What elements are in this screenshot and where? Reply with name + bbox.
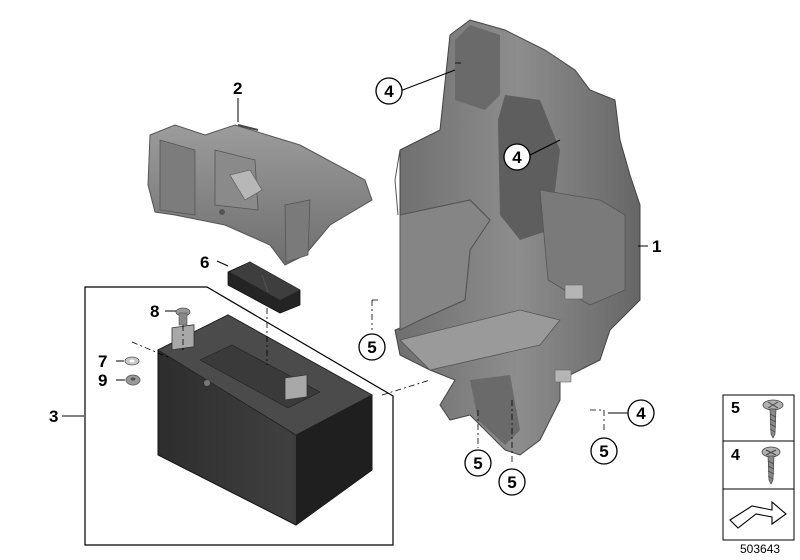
callout-4-right: 4 — [627, 399, 655, 427]
callout-4-mid-label: 4 — [512, 148, 522, 167]
legend-row-1-number: 5 — [731, 400, 740, 417]
arrow-icon — [729, 500, 787, 529]
nut-9 — [125, 374, 141, 386]
bolt-8 — [175, 307, 191, 326]
label-part-7: 7 — [98, 352, 107, 371]
label-part-3: 3 — [49, 407, 58, 426]
leader-lines — [62, 69, 648, 417]
battery-group — [84, 286, 394, 546]
callout-5-right: 5 — [590, 437, 618, 465]
diagram-code: 503643 — [740, 542, 780, 556]
callout-4-top: 4 — [375, 77, 403, 105]
battery-group-frame — [84, 286, 394, 546]
dash-lines — [131, 62, 605, 464]
label-part-1: 1 — [652, 237, 661, 256]
label-part-8: 8 — [150, 302, 159, 321]
washer-7 — [124, 356, 140, 366]
label-part-6: 6 — [200, 253, 209, 272]
battery-holder — [394, 19, 641, 456]
callout-5-left-label: 5 — [367, 338, 376, 357]
label-part-9: 9 — [98, 371, 107, 390]
callout-5-left: 5 — [358, 333, 386, 361]
callout-5-bottom-a: 5 — [464, 449, 492, 477]
callout-5-right-label: 5 — [599, 442, 608, 461]
screw-icon-row-2 — [761, 446, 781, 485]
legend-box: 5 4 — [722, 394, 795, 541]
callout-5-bottom-a-label: 5 — [473, 454, 482, 473]
legend-row-2-number: 4 — [731, 447, 740, 464]
callout-5-bottom-b: 5 — [498, 468, 526, 496]
callout-4-mid: 4 — [503, 143, 531, 171]
battery-tray — [147, 124, 373, 266]
label-part-2: 2 — [233, 79, 242, 98]
callout-5-bottom-b-label: 5 — [507, 473, 516, 492]
callout-4-top-label: 4 — [384, 82, 394, 101]
callout-4-right-label: 4 — [636, 404, 646, 423]
screw-icon-row-1 — [762, 399, 784, 439]
rubber-pads — [227, 261, 301, 314]
